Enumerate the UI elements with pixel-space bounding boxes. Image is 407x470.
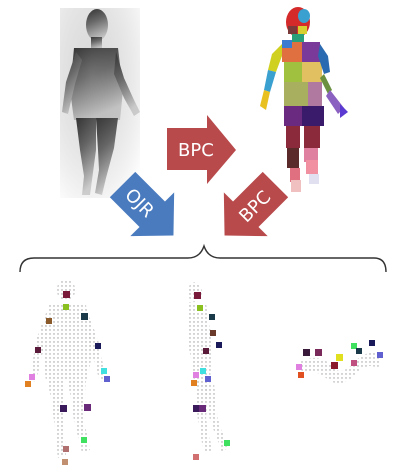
body-part-segmentation (260, 7, 348, 192)
bpc-top-label: BPC (178, 140, 214, 161)
bpc-top-arrow: BPC (167, 115, 236, 184)
bpc-diag-arrow: BPC (223, 171, 289, 237)
grouping-brace (19, 243, 387, 273)
point-cloud-top (296, 340, 383, 384)
body-part-segmentation-icon (260, 7, 348, 192)
point-cloud-icon (30, 279, 106, 458)
depth-image (60, 8, 140, 198)
point-cloud-front (25, 279, 110, 465)
bpc-diag-arrow-shape (223, 171, 289, 237)
joint-markers-front (25, 291, 110, 465)
joint-markers-side (191, 292, 230, 460)
point-cloud-side (188, 282, 230, 460)
bpc-top-arrow-shape (167, 115, 236, 184)
ojr-arrow-shape (109, 171, 175, 237)
joint-markers-top (296, 340, 383, 378)
